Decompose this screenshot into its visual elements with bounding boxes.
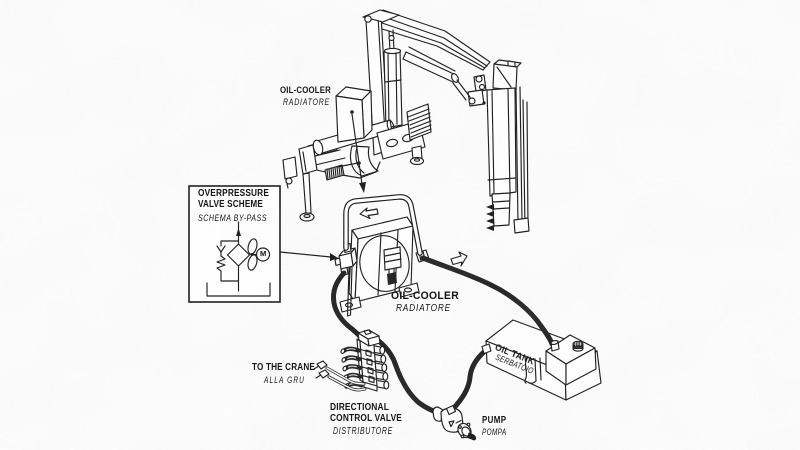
- label-scheme-line3: SCHEMA BY-PASS: [198, 212, 267, 223]
- label-valve-line2: CONTROL VALVE: [330, 412, 403, 425]
- tank-outlet-fitting: [481, 343, 492, 355]
- label-scheme-line2: VALVE SCHEME: [198, 198, 263, 210]
- crane-outrigger-leg: [302, 172, 312, 215]
- label-to-the-crane-it: ALLA GRU: [264, 374, 306, 385]
- airflow-arrow-left-icon: [359, 207, 379, 220]
- fan-motor-block: [383, 246, 402, 271]
- label-oil-cooler-mid-en: OIL-COOLER: [391, 290, 460, 302]
- scheme-pointer-arrow: [279, 251, 338, 261]
- label-oil-cooler-mid-it: RADIATORE: [396, 302, 451, 314]
- label-pump-it: POMPA: [482, 426, 507, 437]
- label-to-the-crane-en: TO THE CRANE: [252, 362, 316, 373]
- label-pump: PUMP POMPA: [482, 415, 516, 438]
- hose-tank-to-pump: [450, 348, 488, 412]
- crane-lift-cylinder: [383, 49, 403, 129]
- motor-letter: M: [260, 249, 267, 258]
- label-oil-cooler-mid: OIL-COOLER RADIATORE: [391, 290, 463, 315]
- label-to-the-crane: TO THE CRANE ALLA GRU: [252, 362, 329, 386]
- label-oil-cooler-top-it: RADIATORE: [283, 97, 330, 108]
- label-pump-en: PUMP: [482, 415, 507, 426]
- label-oil-cooler-top: OIL-COOLER RADIATORE: [280, 85, 344, 108]
- pump-drawing: [432, 404, 477, 441]
- airflow-arrow-right-icon: [450, 251, 468, 267]
- label-oil-cooler-top-en: OIL-COOLER: [280, 85, 331, 96]
- label-directional-control-valve: DIRECTIONAL CONTROL VALVE DISTRIBUTORE: [330, 401, 421, 437]
- label-overpressure-scheme: OVERPRESSURE VALVE SCHEME SCHEMA BY-PASS: [198, 188, 285, 223]
- label-valve-line3: DISTRIBUTORE: [333, 425, 393, 437]
